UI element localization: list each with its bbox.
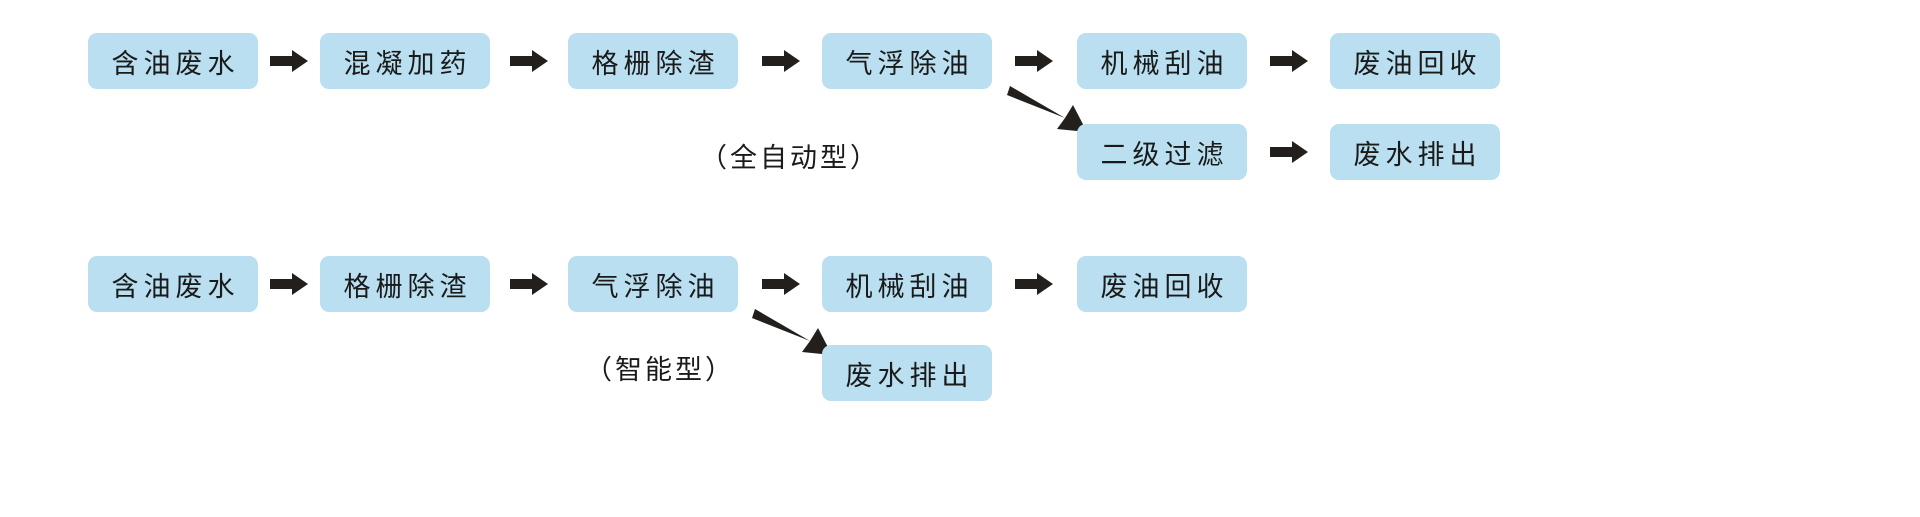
node-r1-s4[interactable]: 气浮除油 [822, 33, 992, 89]
node-r1-s6[interactable]: 废油回收 [1330, 33, 1500, 89]
node-r2-s5[interactable]: 废油回收 [1077, 256, 1247, 312]
arrow-right-icon [268, 47, 310, 75]
arrow-right-icon [760, 270, 802, 298]
arrow-diagonal-down-right-icon [752, 305, 837, 357]
arrow-right-icon [1268, 138, 1310, 166]
node-r2-s2[interactable]: 格栅除渣 [320, 256, 490, 312]
node-r1-s3[interactable]: 格栅除渣 [568, 33, 738, 89]
node-r1-s1[interactable]: 含油废水 [88, 33, 258, 89]
node-r2-s4[interactable]: 机械刮油 [822, 256, 992, 312]
node-r2-s3[interactable]: 气浮除油 [568, 256, 738, 312]
node-r1-branch-1[interactable]: 二级过滤 [1077, 124, 1247, 180]
arrow-right-icon [760, 47, 802, 75]
arrow-right-icon [268, 270, 310, 298]
arrow-right-icon [1013, 47, 1055, 75]
caption-smart: （智能型） [585, 355, 735, 385]
node-r2-branch-1[interactable]: 废水排出 [822, 345, 992, 401]
caption-full-auto: （全自动型） [700, 143, 880, 173]
node-r1-branch-2[interactable]: 废水排出 [1330, 124, 1500, 180]
arrow-right-icon [508, 47, 550, 75]
node-r2-s1[interactable]: 含油废水 [88, 256, 258, 312]
arrow-right-icon [1268, 47, 1310, 75]
arrow-right-icon [508, 270, 550, 298]
node-r1-s5[interactable]: 机械刮油 [1077, 33, 1247, 89]
arrow-diagonal-down-right-icon [1007, 82, 1092, 134]
node-r1-s2[interactable]: 混凝加药 [320, 33, 490, 89]
arrow-right-icon [1013, 270, 1055, 298]
